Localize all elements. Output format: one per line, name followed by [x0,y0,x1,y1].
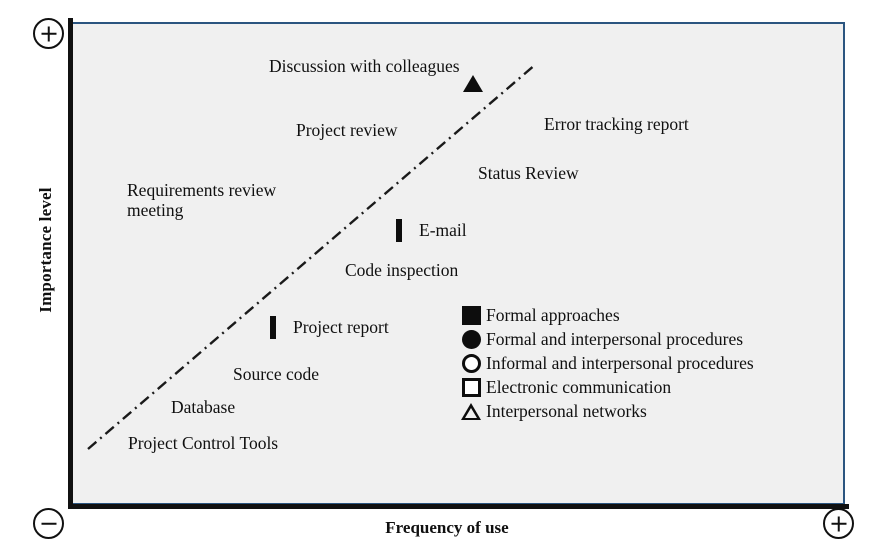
data-point[interactable] [270,316,276,339]
legend-item[interactable]: Electronic communication [456,375,754,399]
marker-square-open-icon [270,316,276,339]
data-point-label: Requirements review meeting [127,180,277,221]
x-axis-title: Frequency of use [385,518,509,537]
marker-square-filled-icon [461,305,481,325]
legend-label: Formal and interpersonal procedures [486,328,744,349]
marker-square-open-icon [461,377,481,397]
legend-label: Electronic communication [486,376,672,397]
legend-marker [456,353,486,373]
legend-item[interactable]: Informal and interpersonal procedures [456,351,754,375]
legend-label: Formal approaches [486,304,620,325]
data-point[interactable] [396,219,402,242]
marker-square-open-icon [396,219,402,242]
y-axis-title: Importance level [36,187,55,313]
marker-triangle-open-icon [461,402,481,420]
data-point-label: Project report [293,317,389,337]
data-point-label: Database [171,397,236,417]
legend-marker [456,329,486,349]
data-point-label: Project Control Tools [128,433,279,453]
data-point-label: Error tracking report [544,114,689,134]
legend-marker [456,377,486,397]
marker-circle-filled-icon [461,329,481,349]
y-axis-plus-icon [33,18,64,49]
data-point-label: Status Review [478,163,579,183]
x-axis-line [68,504,849,509]
legend-item[interactable]: Formal approaches [456,303,754,327]
marker-triangle-open-icon [463,58,483,92]
data-point-label: E-mail [419,220,467,240]
legend-marker [456,402,486,420]
legend-label: Informal and interpersonal procedures [486,352,754,373]
plus-vertical-stroke [47,26,50,41]
legend-item[interactable]: Interpersonal networks [456,399,754,423]
data-point-label: Source code [233,364,320,384]
legend-label: Interpersonal networks [486,400,647,421]
plus-vertical-stroke [837,516,840,531]
marker-circle-open-icon [461,353,481,373]
y-axis-line [68,18,73,509]
origin-minus-icon [33,508,64,539]
data-point-label: Code inspection [345,260,459,280]
data-point-label: Discussion with colleagues [269,56,460,76]
minus-horizontal-stroke [41,522,56,525]
legend-item[interactable]: Formal and interpersonal procedures [456,327,754,351]
x-axis-plus-icon [823,508,854,539]
legend-marker [456,305,486,325]
data-point-label: Project review [296,120,398,140]
data-point[interactable] [463,58,483,92]
